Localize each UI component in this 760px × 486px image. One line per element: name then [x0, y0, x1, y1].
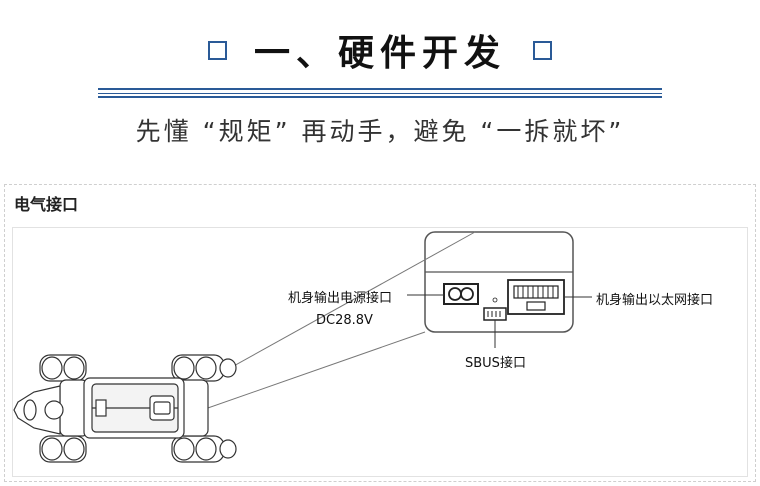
- power-spec-label: DC28.8V: [316, 313, 373, 328]
- interface-card: 电气接口: [4, 184, 756, 482]
- sbus-port-label: SBUS接口: [465, 356, 526, 371]
- ethernet-port-icon: [507, 279, 565, 315]
- robot-dog-illustration: [13, 354, 237, 463]
- leader-lines: [407, 294, 592, 348]
- sbus-port-icon: [483, 297, 507, 321]
- power-port-label: 机身输出电源接口: [288, 291, 393, 306]
- page-subtitle: 先懂 “规矩” 再动手，避免 “一拆就坏”: [135, 117, 625, 146]
- title-rule-middle: [98, 93, 662, 94]
- robot-leg-front-right: [39, 435, 87, 463]
- header: 一、硬件开发 先懂 “规矩” 再动手，避免 “一拆就坏”: [0, 0, 760, 150]
- robot-leg-rear-right: [171, 435, 237, 463]
- square-right-icon: [533, 40, 553, 60]
- robot-leg-rear-left: [171, 354, 237, 382]
- diagram-panel: [12, 227, 748, 477]
- robot-head: [13, 385, 64, 435]
- title-row: 一、硬件开发: [0, 24, 760, 76]
- section-title: 电气接口: [14, 195, 79, 214]
- power-port-icon: [443, 283, 479, 305]
- robot-leg-front-left: [39, 354, 87, 382]
- title-rule-top: [98, 88, 662, 90]
- page-title: 一、硬件开发: [253, 33, 506, 74]
- title-rule-bottom: [98, 96, 662, 98]
- robot-body: [83, 377, 185, 439]
- ethernet-port-label: 机身输出以太网接口: [596, 293, 714, 308]
- square-left-icon: [207, 40, 227, 60]
